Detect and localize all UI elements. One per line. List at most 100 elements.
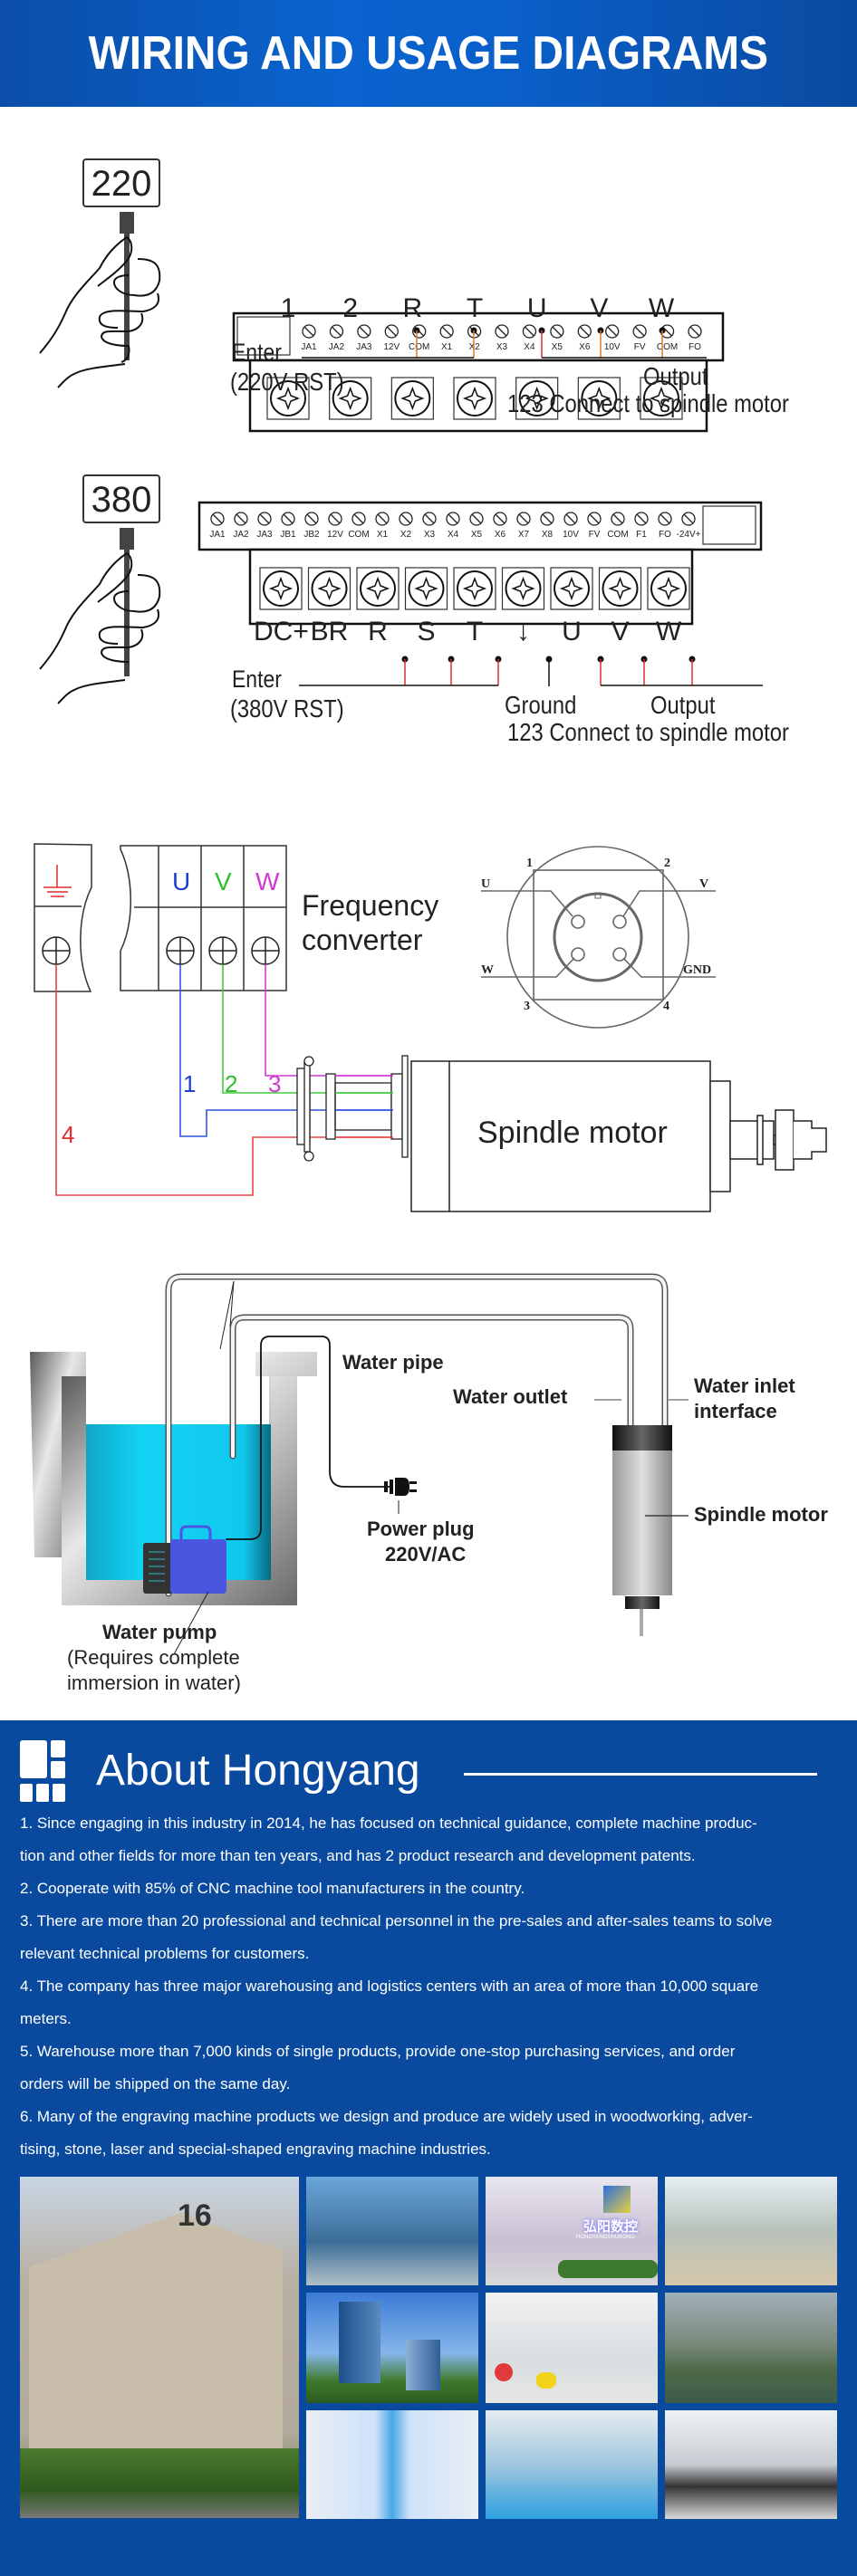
cooling-diagram: Water pipe Water outlet Water inlet inte… [0,1250,857,1702]
ground-terminal-block [34,843,92,992]
control-terminal-label: X7 [518,530,530,540]
power-terminal-label: U [562,617,582,646]
power-terminal-label: R [368,617,388,646]
phase-w-label: W [255,867,280,895]
about-paragraph-line: tion and other fields for more than ten … [20,1847,696,1864]
control-terminal-label: JA3 [356,342,372,352]
control-terminal-label: X5 [471,530,483,540]
converter-label-1: Frequency [302,889,439,922]
power-terminal-label: ↓ [516,617,530,646]
control-terminal-label: X5 [552,342,563,352]
wire-number-4: 4 [62,1121,75,1148]
power-terminal-screws [266,377,683,420]
about-paragraphs: 1. Since engaging in this industry in 20… [20,1807,844,2166]
pump-note-2: immersion in water) [67,1671,241,1694]
spindle-motor-icon [612,1425,672,1636]
pin-u-label: U [481,877,490,891]
photo-assembly-line [486,2410,658,2519]
water-pipe-label: Water pipe [342,1351,444,1374]
control-terminal-label: FO [688,342,701,352]
about-paragraph-line: orders will be shipped on the same day. [20,2075,291,2092]
control-terminal-label: X2 [468,342,480,352]
control-terminal-label: -24V+ [677,530,701,540]
photo-skyscrapers [306,2293,478,2403]
about-paragraph-line: 4. The company has three major warehousi… [20,1977,759,1995]
building-number: 16 [178,2198,212,2233]
uvw-terminal-block [120,845,287,991]
spindle-motor-label: Spindle motor [477,1116,668,1150]
power-terminal-label: T [466,293,484,323]
power-terminal-label: 2 [342,293,358,323]
water-inlet-label-2: interface [694,1400,777,1422]
photo-reception [486,2293,658,2403]
pin-w-label: W [481,963,494,977]
wire-u [179,964,393,1137]
pin-3-label: 3 [524,1000,530,1013]
control-terminal-label: F1 [636,530,647,540]
power-terminal-label: U [526,293,547,323]
control-terminal-label: X8 [542,530,554,540]
pin-v-label: V [699,877,708,891]
control-terminal-label: 12V [383,342,400,352]
about-paragraph-line: relevant technical problems for customer… [20,1945,310,1962]
control-terminal-label: X1 [377,530,389,540]
control-terminal-label: JA3 [256,530,273,540]
about-paragraph-line: 6. Many of the engraving machine product… [20,2108,753,2125]
control-terminal-label: X4 [448,530,459,540]
power-terminal-label: W [655,617,682,646]
about-paragraph-line: 1. Since engaging in this industry in 20… [20,1815,757,1832]
output-label-380: Output [650,691,716,719]
enter-label-220: Enter [232,339,282,366]
diagram-220-graphic: 220 JA1JA2JA312VCOMX1X2X3X4X5X610VFVCOMF… [39,158,725,433]
output-sub-380: 123 Connect to spindle motor [507,718,789,746]
pin-gnd-label: GND [683,963,711,977]
about-paragraph-line: 2. Cooperate with 85% of CNC machine too… [20,1880,525,1897]
enter-label-380: Enter [232,666,282,693]
power-plug-voltage: 220V/AC [385,1543,467,1566]
spindle-motor-body [410,1060,827,1212]
control-terminal-label: 10V [604,342,621,352]
photo-office-desks [665,2177,837,2285]
about-paragraph-line: 3. There are more than 20 professional a… [20,1912,773,1930]
control-terminal-label: COM [348,530,369,540]
power-plug-label: Power plug [367,1518,475,1540]
about-paragraph-line: tising, stone, laser and special-shaped … [20,2140,491,2158]
converter-label-2: converter [302,924,423,956]
control-terminal-label: JA1 [209,530,226,540]
pin-4-label: 4 [663,1000,669,1013]
ground-label-380: Ground [505,691,577,719]
power-terminal-label: W [648,293,675,323]
wire-number-2: 2 [225,1070,238,1097]
pump-note-1: (Requires complete [67,1646,240,1669]
water-pump-icon [143,1525,226,1594]
power-terminal-label: V [611,617,630,646]
title-divider [464,1773,817,1776]
phase-v-label: V [215,867,232,895]
wiring-diagram-220: 220 JA1JA2JA312VCOMX1X2X3X4X5X610VFVCOMF… [0,136,857,435]
header-banner: WIRING AND USAGE DIAGRAMS [0,0,857,107]
control-terminal-label: JB1 [280,530,296,540]
control-terminal-label: COM [409,342,429,352]
power-terminal-label: R [402,293,423,323]
control-terminal-label: JA2 [233,530,249,540]
power-terminal-label: DC+ [254,617,309,646]
wire-number-3: 3 [268,1070,282,1097]
control-terminals: JA1JA2JA312VCOMX1X2X3X4X5X610VFVCOMFO [301,324,702,352]
control-terminal-label: X3 [496,342,508,352]
enter-sub-380: (380V RST) [230,694,344,723]
power-terminal-label: 1 [280,293,296,323]
power-terminal-label: BR [310,617,349,646]
photo-warehouse [306,2410,478,2519]
water-pump-label: Water pump [102,1621,217,1643]
control-terminal-label: X3 [424,530,436,540]
voltage-tag-380: 380 [91,480,152,520]
control-terminal-label: X6 [579,342,591,352]
water-inlet-label-1: Water inlet [694,1374,795,1397]
control-terminal-label: X1 [441,342,453,352]
power-terminal-label: S [417,617,436,646]
control-terminal-label: 10V [563,530,579,540]
enter-sub-220: (220V RST) [230,368,344,396]
wiring-220-connections: Enter (220V RST) Output 123 Connect to s… [0,299,857,435]
phase-u-label: U [172,867,191,895]
